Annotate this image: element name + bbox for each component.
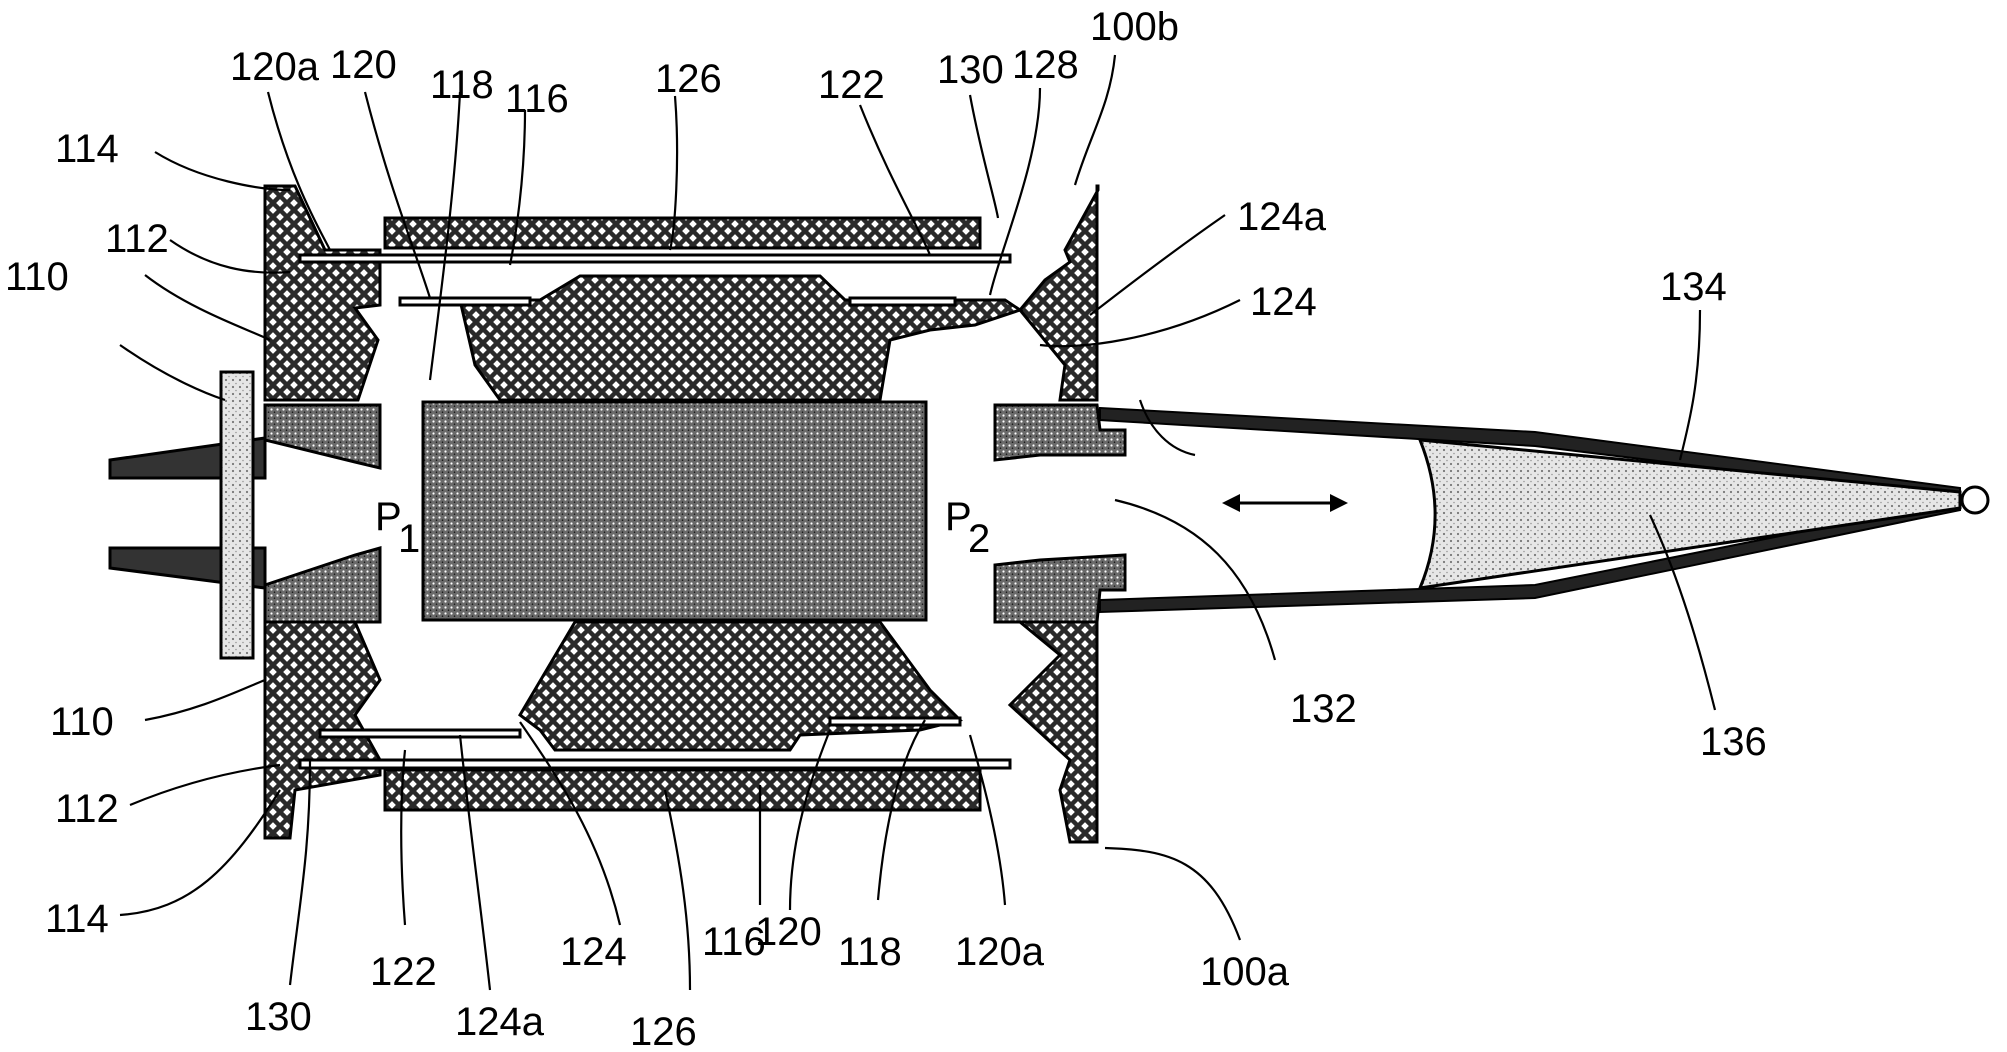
- label-122-top: 122: [818, 63, 885, 107]
- left-seal-bottom: [265, 548, 380, 622]
- double-arrow-icon: [1222, 494, 1348, 512]
- label-112-bottom: 112: [55, 787, 119, 831]
- bottom-membrane-left: [320, 730, 520, 737]
- label-p1-subscript: 1: [398, 517, 420, 561]
- top-membrane-left: [400, 298, 530, 305]
- right-wall-top: [1020, 186, 1098, 400]
- label-116-top: 116: [505, 77, 569, 121]
- central-core: [423, 402, 926, 620]
- tip-ball: [1962, 487, 1988, 513]
- label-120a-top: 120a: [230, 45, 320, 89]
- bottom-cover-plate: [385, 770, 980, 810]
- label-p2-subscript: 2: [968, 517, 990, 561]
- right-wall-bottom: [1010, 622, 1097, 842]
- label-124-top: 124: [1250, 280, 1317, 324]
- label-110-top: 110: [5, 255, 69, 299]
- top-diaphragm-layer: [300, 255, 1010, 262]
- label-130-top: 130: [937, 48, 1004, 92]
- left-seal-top: [265, 405, 380, 468]
- label-124a-bottom: 124a: [455, 1000, 545, 1044]
- top-central-block: [460, 276, 1020, 400]
- label-120-bottom: 120: [755, 910, 822, 954]
- top-membrane-right: [850, 298, 955, 305]
- bottom-central-block: [520, 622, 960, 750]
- left-wall-top: [265, 186, 380, 400]
- label-114-top: 114: [55, 127, 119, 171]
- label-136: 136: [1700, 720, 1767, 764]
- label-124a-top: 124a: [1237, 195, 1327, 239]
- left-connector: [110, 372, 265, 658]
- label-122-bottom: 122: [370, 950, 437, 994]
- label-100b: 100b: [1090, 5, 1179, 49]
- label-110-bottom: 110: [50, 700, 114, 744]
- label-112-top: 112: [105, 217, 169, 261]
- label-100a: 100a: [1200, 950, 1290, 994]
- label-120a-bottom: 120a: [955, 930, 1045, 974]
- bottom-membrane-right: [830, 718, 960, 725]
- top-cover-plate: [385, 218, 980, 248]
- label-114-bottom: 114: [45, 897, 109, 941]
- label-126-bottom: 126: [630, 1010, 697, 1052]
- label-132: 132: [1290, 687, 1357, 731]
- label-126-top: 126: [655, 57, 722, 101]
- label-118-bottom: 118: [838, 930, 902, 974]
- label-124-bottom: 124: [560, 930, 627, 974]
- label-128: 128: [1012, 43, 1079, 87]
- label-130-bottom: 130: [245, 995, 312, 1039]
- connector-plate: [221, 372, 253, 658]
- tapered-tip: [1100, 408, 1988, 612]
- label-120-top: 120: [330, 43, 397, 87]
- label-118-top: 118: [430, 63, 494, 107]
- label-134: 134: [1660, 265, 1727, 309]
